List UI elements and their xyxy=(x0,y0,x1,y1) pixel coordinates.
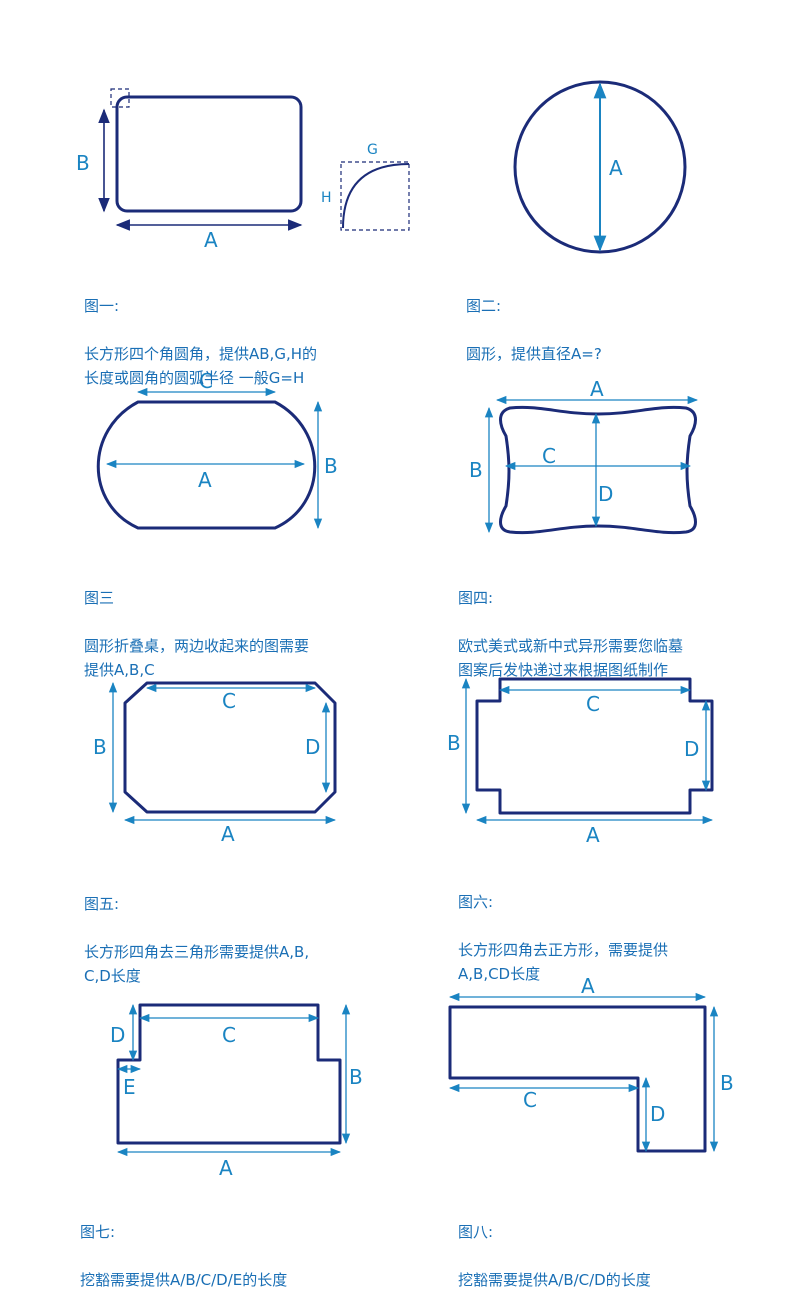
fig7-label-e: E xyxy=(123,1075,136,1099)
fig8-caption-title: 图八: xyxy=(458,1223,494,1241)
fig7-label-b: B xyxy=(349,1065,363,1089)
fig8-label-c: C xyxy=(523,1088,537,1112)
fig5-label-d: D xyxy=(305,735,320,759)
fig8-caption-body: 挖豁需要提供A/B/C/D的长度 xyxy=(458,1271,651,1289)
fig3-table-outline xyxy=(96,400,317,530)
figure-4-custom-shape: A B C D xyxy=(469,377,699,535)
fig5-label-a: A xyxy=(221,822,235,846)
fig2-caption-body: 圆形，提供直径A=? xyxy=(466,345,602,363)
fig8-label-b: B xyxy=(720,1071,734,1095)
fig7-caption-title: 图七: xyxy=(80,1223,116,1241)
fig7-caption: 图七: 挖豁需要提供A/B/C/D/E的长度 xyxy=(80,1196,287,1316)
fig5-label-c: C xyxy=(222,689,236,713)
fig6-caption: 图六: 长方形四角去正方形，需要提供 A,B,CD长度 xyxy=(458,866,668,1010)
fig5-chamfered-outline xyxy=(123,681,337,814)
figure-5-chamfered-rectangle: C D B A xyxy=(93,681,337,846)
fig4-label-c: C xyxy=(542,444,556,468)
fig2-caption: 图二: 圆形，提供直径A=? xyxy=(466,270,602,390)
fig8-label-a: A xyxy=(581,974,595,998)
fig2-circle-outline xyxy=(513,80,687,254)
fig6-label-a: A xyxy=(586,823,600,847)
fig3-caption: 图三 圆形折叠桌，两边收起来的图需要 提供A,B,C xyxy=(84,562,309,706)
fig4-label-d: D xyxy=(598,482,613,506)
fig2-label-a: A xyxy=(609,156,623,180)
fig8-label-d: D xyxy=(650,1102,665,1126)
fig1-caption-title: 图一: xyxy=(84,297,120,315)
fig5-caption: 图五: 长方形四角去三角形需要提供A,B, C,D长度 xyxy=(84,868,309,1012)
figure-8-l-shape: A B C D xyxy=(448,974,734,1153)
fig4-caption-body: 欧式美式或新中式异形需要您临墓 图案后发快递过来根据图纸制作 xyxy=(458,637,684,679)
fig6-caption-title: 图六: xyxy=(458,893,494,911)
fig1-caption-body: 长方形四个角圆角，提供AB,G,H的 长度或圆角的圆弧半径 一般G=H xyxy=(84,345,317,387)
fig1-label-h: H xyxy=(321,190,332,206)
fig6-label-d: D xyxy=(684,737,699,761)
fig2-caption-title: 图二: xyxy=(466,297,502,315)
fig6-label-c: C xyxy=(586,692,600,716)
fig6-notched-outline xyxy=(475,677,714,815)
fig6-label-b: B xyxy=(447,731,461,755)
figure-6-notched-rectangle: C D B A xyxy=(447,677,714,847)
figure-7-stepped-cutout: C D E B A xyxy=(110,1003,363,1180)
fig3-label-a: A xyxy=(198,468,212,492)
fig7-label-a: A xyxy=(219,1156,233,1180)
fig4-label-a: A xyxy=(590,377,604,401)
fig4-label-b: B xyxy=(469,458,483,482)
fig5-caption-body: 长方形四角去三角形需要提供A,B, C,D长度 xyxy=(84,943,310,985)
fig1-label-g: G xyxy=(367,142,378,158)
fig7-label-c: C xyxy=(222,1023,236,1047)
fig3-label-b: B xyxy=(324,454,338,478)
fig7-label-d: D xyxy=(110,1023,125,1047)
fig6-caption-body: 长方形四角去正方形，需要提供 A,B,CD长度 xyxy=(458,941,669,983)
fig1-label-b: B xyxy=(76,151,90,175)
fig1-corner-detail-box xyxy=(340,161,410,231)
fig3-caption-body: 圆形折叠桌，两边收起来的图需要 提供A,B,C xyxy=(84,637,310,679)
fig3-label-c: C xyxy=(199,369,213,393)
figure-3-folding-table: C A B xyxy=(96,369,338,530)
figure-2-circle: A xyxy=(513,80,687,254)
fig1-corner-highlight xyxy=(110,88,130,108)
fig4-caption: 图四: 欧式美式或新中式异形需要您临墓 图案后发快递过来根据图纸制作 xyxy=(458,562,683,706)
figure-1-rounded-rectangle: B A G H xyxy=(76,88,410,252)
fig1-corner-arc xyxy=(342,163,410,229)
fig5-label-b: B xyxy=(93,735,107,759)
fig8-caption: 图八: 挖豁需要提供A/B/C/D的长度 xyxy=(458,1196,651,1316)
fig1-label-a: A xyxy=(204,228,218,252)
fig1-rounded-rect-outline xyxy=(115,95,303,213)
fig4-custom-outline xyxy=(499,405,697,535)
fig4-caption-title: 图四: xyxy=(458,589,494,607)
fig3-caption-title: 图三 xyxy=(84,589,115,607)
fig5-caption-title: 图五: xyxy=(84,895,120,913)
fig1-caption: 图一: 长方形四个角圆角，提供AB,G,H的 长度或圆角的圆弧半径 一般G=H xyxy=(84,270,317,414)
fig7-caption-body: 挖豁需要提供A/B/C/D/E的长度 xyxy=(80,1271,288,1289)
fig8-l-outline xyxy=(448,1005,707,1153)
